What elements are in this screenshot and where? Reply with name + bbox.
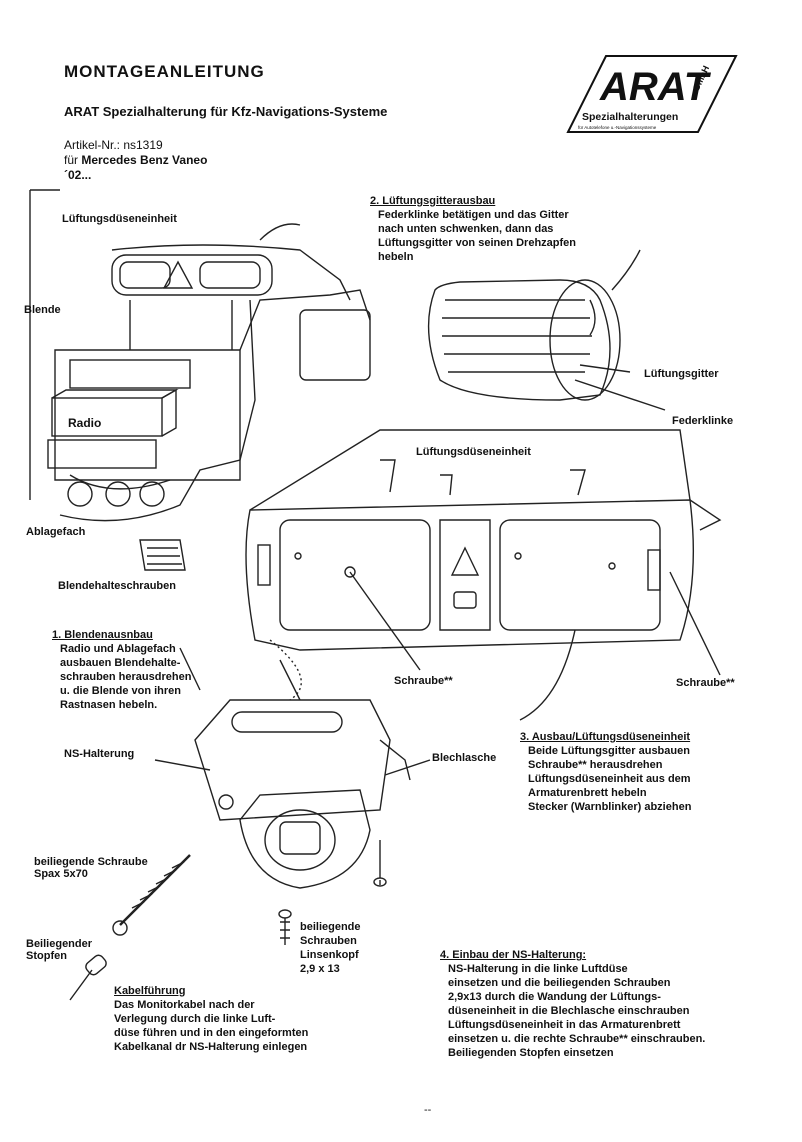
grille-sketch <box>427 249 666 411</box>
vent-unit-sketch <box>245 429 722 721</box>
kabelfuehrung-heading: Kabelführung <box>114 985 186 997</box>
label-blendehalteschrauben: Blendehalteschrauben <box>58 580 176 592</box>
label-blechlasche: Blechlasche <box>432 752 497 764</box>
step-2-heading: 2. Lüftungsgitterausbau <box>370 195 496 207</box>
label-stopfen: Beiliegender Stopfen <box>26 938 93 962</box>
step-3-heading: 3. Ausbau/Lüftungsdüseneinheit <box>520 731 691 743</box>
label-lueftungsduese-top: Lüftungsdüseneinheit <box>62 213 177 225</box>
label-beiliegende-schrauben: beiliegende Schrauben Linsenkopf 2,9 x 1… <box>300 921 361 975</box>
dashboard-sketch <box>29 189 371 571</box>
label-ablagefach: Ablagefach <box>26 526 86 538</box>
label-lueftungsgitter: Lüftungsgitter <box>644 368 719 380</box>
footer-mark: -- <box>424 1104 432 1116</box>
logo-small: für Autotelefone u.-Navigationssysteme <box>578 125 657 130</box>
screw-sketch <box>69 854 387 1001</box>
label-blende: Blende <box>24 304 61 316</box>
label-federklinke: Federklinke <box>672 415 734 427</box>
article-number: Artikel-Nr.: ns1319 <box>64 138 163 152</box>
page-subtitle: ARAT Spezialhalterung für Kfz-Navigation… <box>64 104 388 119</box>
page-title: MONTAGEANLEITUNG <box>64 62 265 81</box>
step-1-heading: 1. Blendenausnbau <box>52 629 153 641</box>
label-radio: Radio <box>68 416 102 430</box>
arat-logo-mark: ARAT GmbH Spezialhalterungen für Autotel… <box>566 55 738 133</box>
label-beiliegende-schraube: beiliegende Schraube Spax 5x70 <box>34 856 148 880</box>
vehicle-name: Mercedes Benz Vaneo <box>81 153 208 167</box>
logo-brand: ARAT <box>599 65 712 109</box>
label-ns-halterung: NS-Halterung <box>64 748 135 760</box>
article-info: Artikel-Nr.: ns1319 für Mercedes Benz Va… <box>64 138 207 183</box>
label-lueftungsduese-mid: Lüftungsdüseneinheit <box>416 446 531 458</box>
step-2: 2. Lüftungsgitterausbau Federklinke betä… <box>370 195 577 263</box>
step-1: 1. Blendenausnbau Radio und Ablagefach a… <box>52 629 192 711</box>
vehicle-year: ´02... <box>64 168 92 182</box>
label-schraube-right: Schraube** <box>676 677 735 689</box>
label-schraube-left: Schraube** <box>394 675 453 687</box>
step-4-heading: 4. Einbau der NS-Halterung: <box>440 949 587 961</box>
step-4: 4. Einbau der NS-Halterung: NS-Halterung… <box>440 949 706 1059</box>
logo-tagline: Spezialhalterungen <box>582 111 678 123</box>
step-3: 3. Ausbau/Lüftungsdüseneinheit Beide Lüf… <box>520 731 692 813</box>
kabelfuehrung: Kabelführung Das Monitorkabel nach der V… <box>114 985 309 1053</box>
ns-bracket-sketch <box>154 699 431 889</box>
vehicle-line: für Mercedes Benz Vaneo <box>64 153 208 167</box>
arat-logo: ARAT GmbH Spezialhalterungen für Autotel… <box>548 52 738 140</box>
